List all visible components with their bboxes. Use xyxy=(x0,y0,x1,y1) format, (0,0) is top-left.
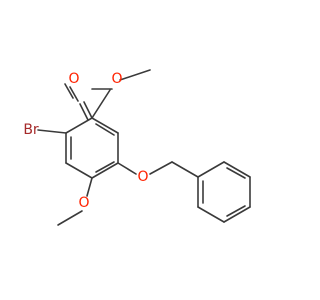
bond xyxy=(64,83,74,99)
bond xyxy=(69,86,79,102)
bond xyxy=(197,206,225,223)
bond xyxy=(65,117,93,134)
bond xyxy=(223,206,251,223)
atom-label: Br xyxy=(23,122,39,138)
bond xyxy=(119,69,151,81)
bond xyxy=(197,161,225,178)
bond xyxy=(149,161,173,175)
molecule-structure: O O Br O O xyxy=(23,69,251,226)
atom-label-layer: O O Br O O xyxy=(23,71,148,211)
bond xyxy=(57,210,83,226)
bond xyxy=(83,101,93,119)
atom-label: O xyxy=(137,169,148,185)
bond xyxy=(91,117,119,134)
bond xyxy=(86,177,93,197)
bond xyxy=(37,129,67,134)
atom-label: O xyxy=(78,195,89,211)
bond xyxy=(117,162,137,175)
bond xyxy=(91,162,119,179)
bond xyxy=(223,161,251,178)
bond xyxy=(171,161,199,178)
bond-layer xyxy=(37,69,251,226)
atom-label: O xyxy=(111,71,122,87)
bond xyxy=(91,89,111,119)
bond xyxy=(226,205,246,217)
bond xyxy=(79,103,89,121)
bond xyxy=(95,123,115,136)
bond xyxy=(95,161,115,173)
bond xyxy=(65,162,93,179)
bond xyxy=(226,167,246,179)
atom-label: O xyxy=(68,71,79,87)
